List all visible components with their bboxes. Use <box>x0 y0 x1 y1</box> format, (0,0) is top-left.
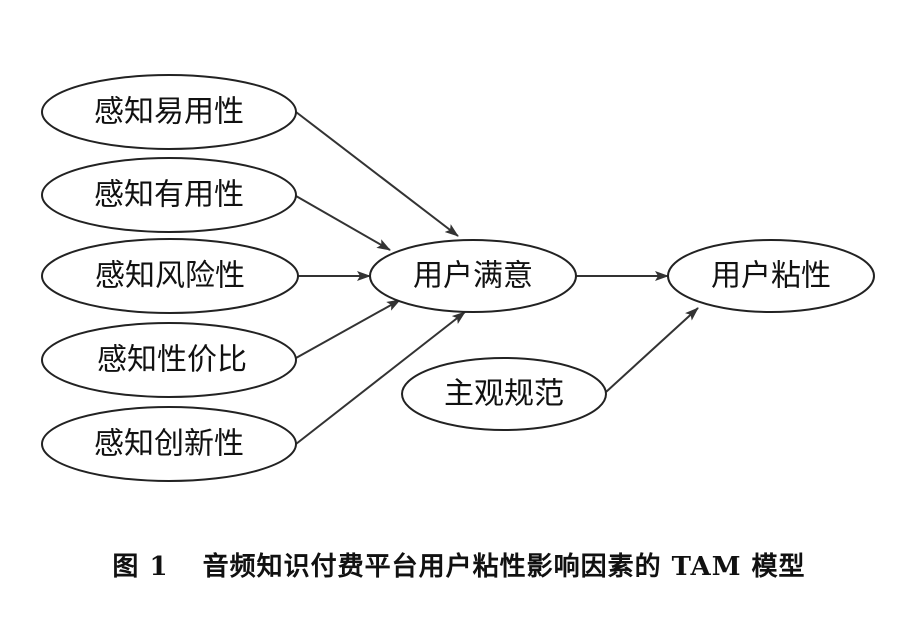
edge-subjective-norm-to-stickiness <box>605 307 699 393</box>
figure-number: 图 1 <box>112 552 169 582</box>
edge-value-to-satisfaction <box>295 299 401 359</box>
figure-title: 音频知识付费平台用户粘性影响因素的 TAM 模型 <box>202 552 806 582</box>
node-label-risk: 感知风险性 <box>95 259 245 294</box>
node-usefulness: 感知有用性 <box>41 157 297 233</box>
node-ellipse <box>41 238 299 314</box>
node-label-subjective-norm: 主观规范 <box>444 377 564 412</box>
edge-usefulness-to-satisfaction <box>295 195 391 251</box>
node-ease-of-use: 感知易用性 <box>41 74 297 150</box>
node-risk: 感知风险性 <box>41 238 299 314</box>
figure-caption: 图 1 音频知识付费平台用户粘性影响因素的 TAM 模型 <box>0 546 918 583</box>
node-ellipse <box>41 322 297 398</box>
node-satisfaction: 用户满意 <box>369 239 577 313</box>
edges <box>295 111 699 445</box>
node-ellipse <box>41 406 297 482</box>
node-label-usefulness: 感知有用性 <box>94 178 244 213</box>
node-ellipse <box>41 157 297 233</box>
node-innovation: 感知创新性 <box>41 406 297 482</box>
edge-innovation-to-satisfaction <box>295 311 466 445</box>
node-label-satisfaction: 用户满意 <box>413 259 533 294</box>
node-label-value: 感知性价比 <box>97 343 247 378</box>
node-label-stickiness: 用户粘性 <box>711 259 831 294</box>
edge-ease-of-use-to-satisfaction <box>295 111 459 237</box>
node-stickiness: 用户粘性 <box>667 239 875 313</box>
node-subjective-norm: 主观规范 <box>401 357 607 431</box>
node-ellipse <box>401 357 607 431</box>
node-ellipse <box>667 239 875 313</box>
node-ellipse <box>369 239 577 313</box>
node-value: 感知性价比 <box>41 322 297 398</box>
node-ellipse <box>41 74 297 150</box>
node-label-ease-of-use: 感知易用性 <box>94 95 244 130</box>
node-label-innovation: 感知创新性 <box>94 427 244 462</box>
